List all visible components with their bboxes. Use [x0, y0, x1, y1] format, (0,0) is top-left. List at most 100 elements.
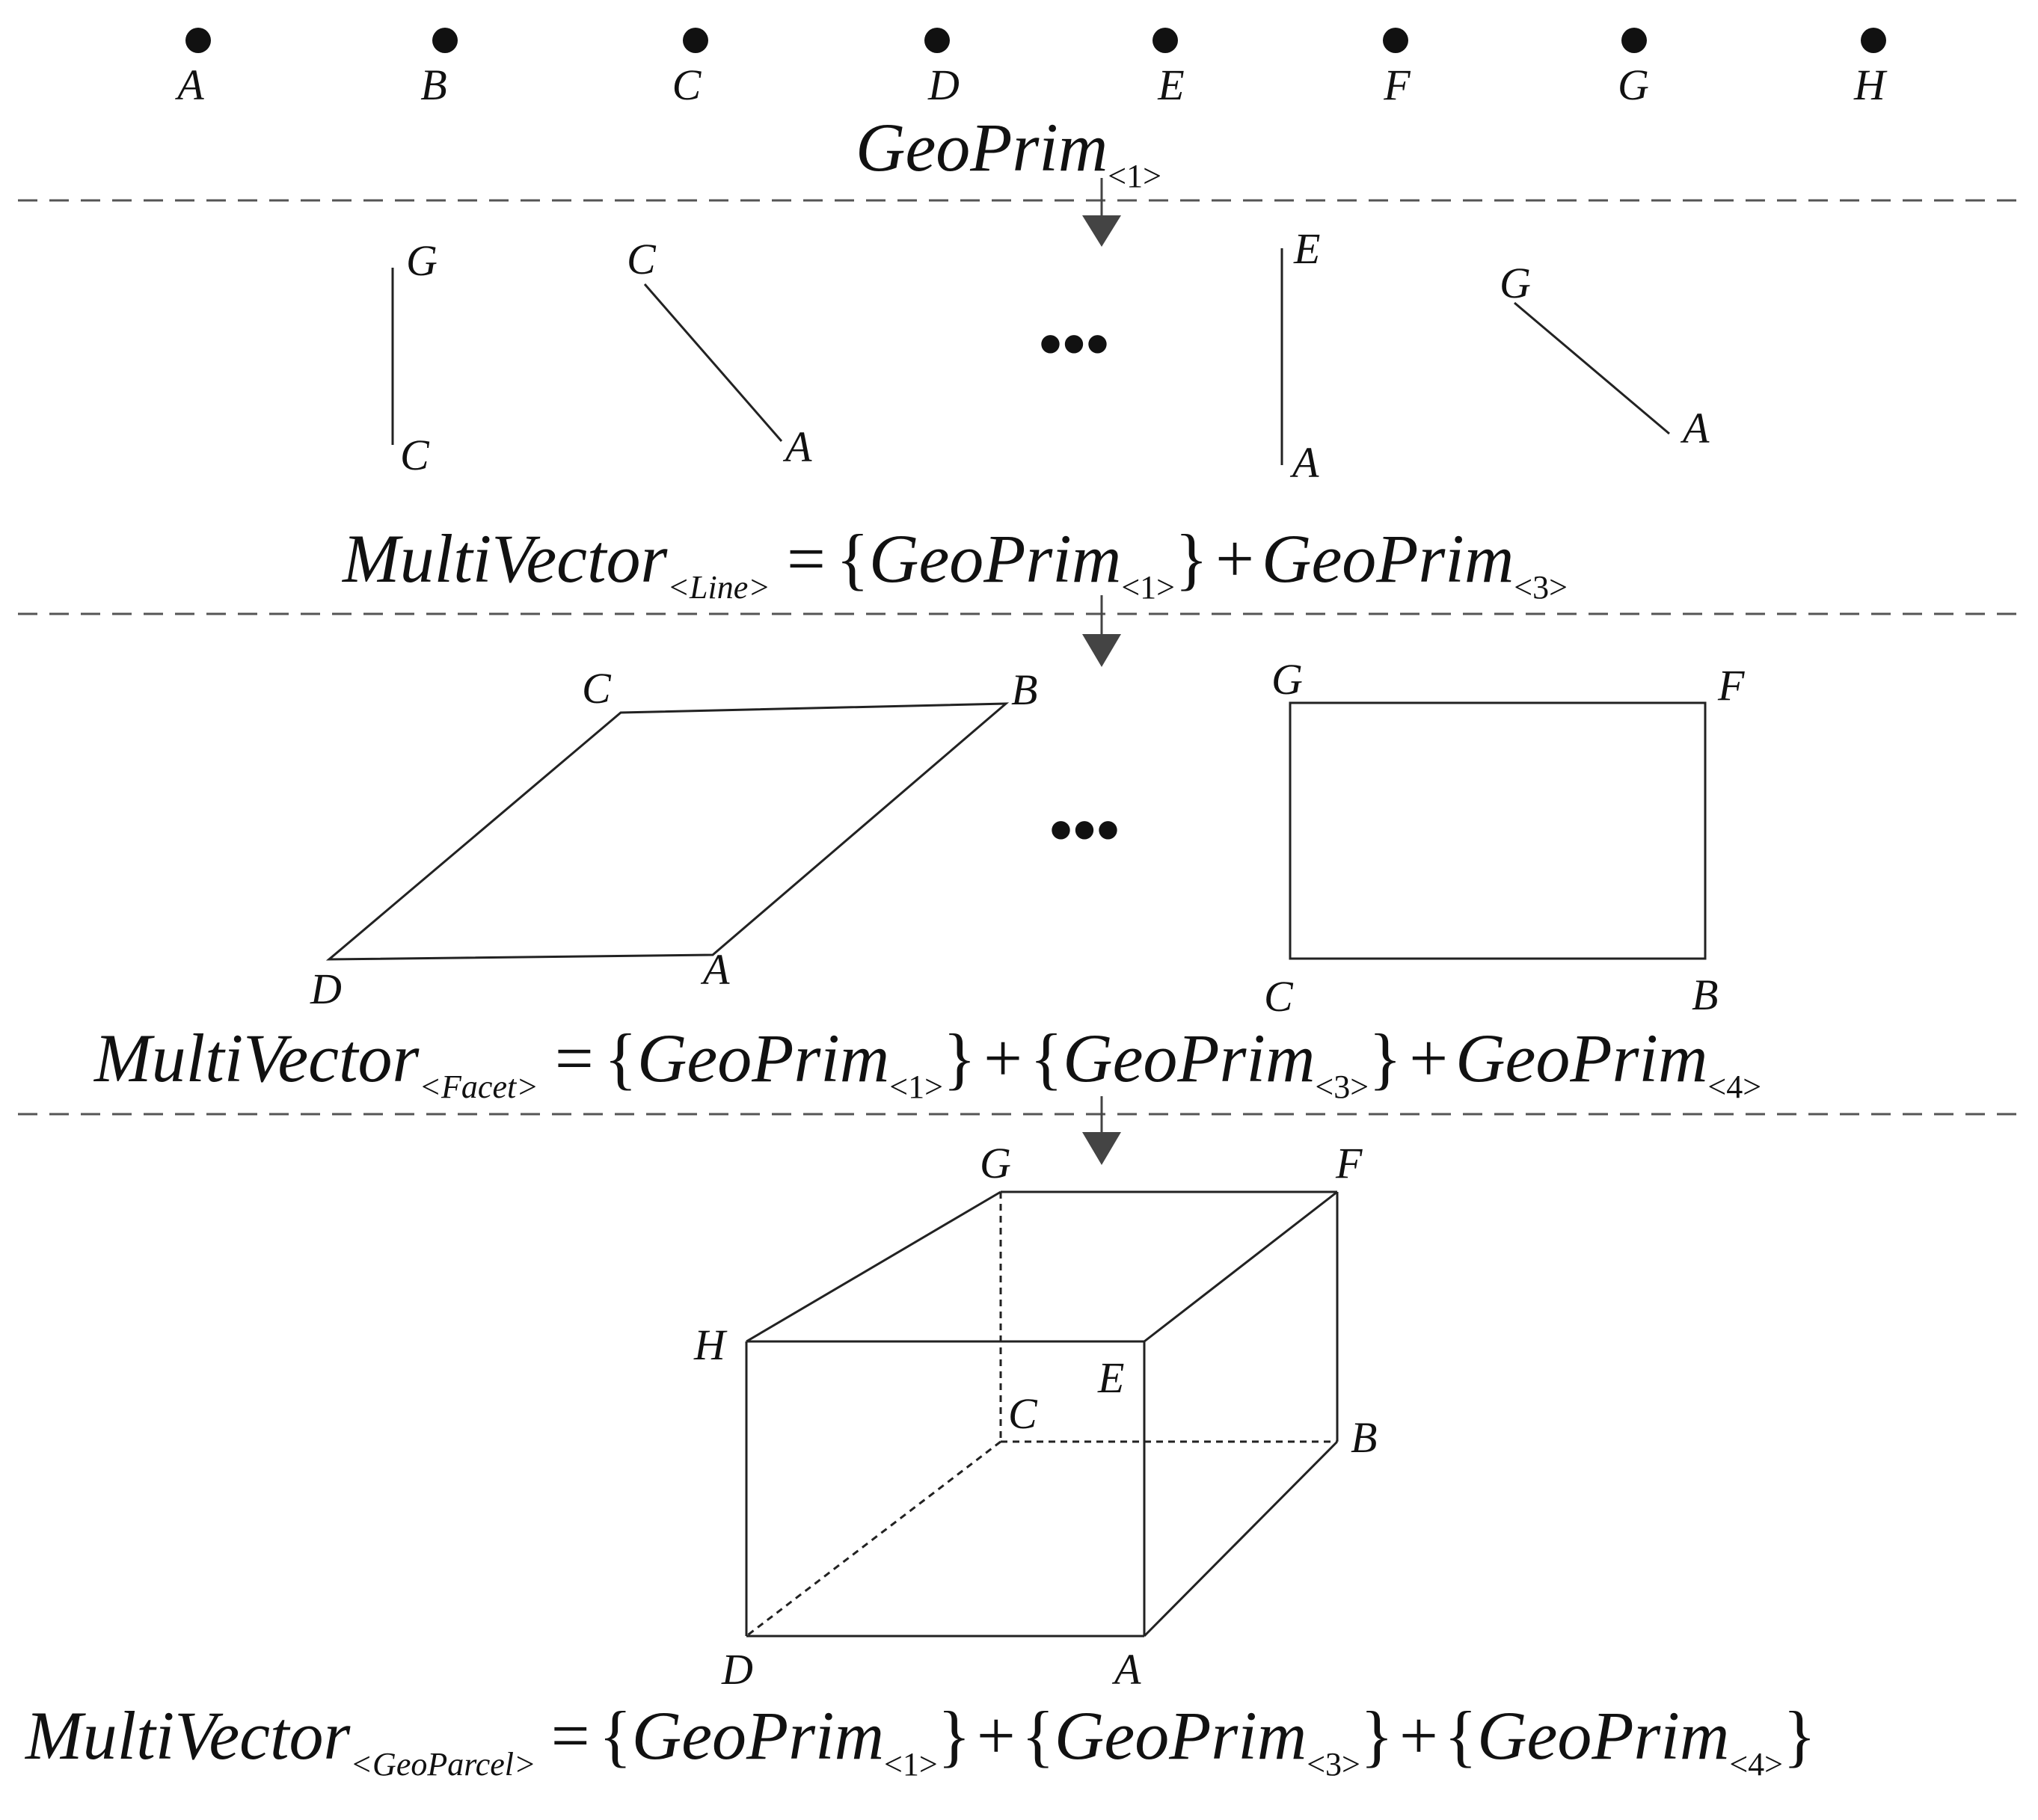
- point-label-h: H: [1853, 61, 1888, 109]
- point-label-c: C: [672, 61, 702, 109]
- formula-multivector-facet: MultiVector<Facet>={GeoPrim<1>}+{GeoPrim…: [93, 1020, 1761, 1105]
- segment3-end-label: A: [1289, 438, 1319, 487]
- arrow-2: [1082, 595, 1121, 667]
- formula-eq: =: [787, 520, 826, 597]
- point-label-a: A: [174, 61, 204, 109]
- formula-open-brace-1: {: [604, 1020, 637, 1096]
- point-h-dot: [1861, 28, 1886, 53]
- formula-lhs-name: MultiVector: [341, 520, 669, 597]
- formula-term1-sub: <1>: [884, 1746, 938, 1783]
- vertex-label-a: A: [1111, 1645, 1141, 1694]
- formula-lhs-sub: <Line>: [667, 569, 770, 606]
- formula-lhs-name: MultiVector: [24, 1697, 352, 1774]
- stage-facets: C B D A ••• G F C B MultiVector<Facet>={…: [93, 655, 1761, 1105]
- vertex-label-f: F: [1335, 1139, 1363, 1187]
- formula-term1-name: GeoPrim: [869, 520, 1121, 597]
- formula-open-brace-2: {: [1030, 1020, 1063, 1096]
- formula-term2-sub: <3>: [1514, 569, 1568, 606]
- ellipsis-lines: •••: [1039, 307, 1110, 381]
- formula-plus: +: [1215, 520, 1254, 597]
- formula-plus-1: +: [977, 1697, 1016, 1774]
- formula-multivector-geoparcel: MultiVector<GeoParcel>={GeoPrim<1>}+{Geo…: [24, 1697, 1816, 1783]
- vertex-label-e: E: [1097, 1353, 1124, 1402]
- facet1-label-d: D: [310, 965, 342, 1013]
- formula-term3-name: GeoPrim: [1477, 1697, 1729, 1774]
- point-d-dot: [924, 28, 950, 53]
- stage-points: A B C D E F G H GeoPrim<1>: [174, 28, 1888, 194]
- point-c-dot: [683, 28, 708, 53]
- formula-eq: =: [551, 1697, 590, 1774]
- arrow-3: [1082, 1096, 1121, 1165]
- formula-term2-name: GeoPrim: [1262, 520, 1514, 597]
- segment2-start-label: C: [627, 235, 657, 283]
- point-f-dot: [1383, 28, 1408, 53]
- edge-e-f: [1144, 1190, 1338, 1343]
- edge-h-g: [746, 1190, 1001, 1343]
- segment-g-a: [1514, 301, 1670, 435]
- point-g-dot: [1621, 28, 1647, 53]
- formula-term1-sub: <1>: [1121, 569, 1175, 606]
- point-e-dot: [1152, 28, 1178, 53]
- edge-b-a: [1143, 1440, 1339, 1638]
- formula-lhs-sub: <GeoParcel>: [350, 1746, 535, 1783]
- formula-term2-name: GeoPrim: [1055, 1697, 1307, 1774]
- formula-lhs-sub: <Facet>: [419, 1069, 538, 1105]
- formula-lhs-name: MultiVector: [93, 1020, 420, 1096]
- point-label-b: B: [420, 61, 446, 109]
- formula-open-brace-2: {: [1022, 1697, 1055, 1774]
- formula-plus-1: +: [983, 1020, 1022, 1096]
- formula-close-brace: }: [1175, 520, 1208, 597]
- point-label-d: D: [927, 61, 960, 109]
- formula-term2-sub: <3>: [1315, 1069, 1369, 1105]
- formula-open-brace-1: {: [599, 1697, 632, 1774]
- formula-close-brace-1: }: [938, 1697, 971, 1774]
- formula-term-name: GeoPrim: [856, 109, 1108, 185]
- formula-close-brace-3: }: [1783, 1697, 1816, 1774]
- facet2-label-b: B: [1692, 971, 1718, 1019]
- point-b-dot: [432, 28, 458, 53]
- formula-open-brace: {: [836, 520, 869, 597]
- facet-rect-gfbc: [1289, 701, 1707, 960]
- facet1-label-a: A: [700, 945, 730, 994]
- vertex-label-c: C: [1008, 1389, 1038, 1438]
- formula-term2-sub: <3>: [1307, 1746, 1360, 1783]
- segment-c-a: [643, 283, 783, 442]
- vertex-label-g: G: [980, 1139, 1011, 1187]
- formula-term2-name: GeoPrim: [1063, 1020, 1315, 1096]
- formula-multivector-line: MultiVector<Line>={GeoPrim<1>}+GeoPrim<3…: [341, 520, 1568, 606]
- point-label-f: F: [1383, 61, 1411, 109]
- point-label-g: G: [1618, 61, 1649, 109]
- formula-term3-name: GeoPrim: [1455, 1020, 1707, 1096]
- point-a-dot: [185, 28, 211, 53]
- vertex-label-h: H: [693, 1321, 728, 1369]
- facet1-label-c: C: [582, 664, 612, 713]
- stage-parcel: G F H E C B D A MultiVector<GeoParcel>={…: [24, 1139, 1816, 1783]
- formula-close-brace-1: }: [943, 1020, 976, 1096]
- segment2-end-label: A: [782, 422, 812, 471]
- facet-quad-cbad: [325, 702, 1010, 961]
- formula-term1-sub: <1>: [889, 1069, 943, 1105]
- formula-term1-name: GeoPrim: [637, 1020, 889, 1096]
- formula-close-brace-2: }: [1360, 1697, 1393, 1774]
- facet2-label-c: C: [1264, 972, 1294, 1021]
- facet2-label-f: F: [1717, 661, 1745, 710]
- vertex-label-d: D: [721, 1645, 753, 1694]
- hidden-edge-c-d: [746, 1440, 1001, 1638]
- vertex-label-b: B: [1351, 1413, 1377, 1462]
- formula-term3-sub: <4>: [1707, 1069, 1761, 1105]
- formula-term-sub: <1>: [1108, 158, 1161, 194]
- arrow-1: [1082, 178, 1121, 247]
- facet2-label-g: G: [1271, 655, 1303, 704]
- segment1-end-label: C: [400, 431, 430, 479]
- formula-geoprim-1: GeoPrim<1>: [856, 109, 1161, 194]
- ellipsis-facets: •••: [1049, 793, 1120, 867]
- formula-plus-2: +: [1399, 1697, 1438, 1774]
- segment1-start-label: G: [406, 236, 438, 285]
- formula-plus-2: +: [1409, 1020, 1448, 1096]
- point-label-e: E: [1157, 61, 1184, 109]
- formula-open-brace-3: {: [1444, 1697, 1477, 1774]
- facet1-label-b: B: [1011, 665, 1037, 714]
- formula-close-brace-2: }: [1369, 1020, 1402, 1096]
- stage-lines: G C C A ••• E A G A MultiVector<Line>={G…: [341, 224, 1710, 606]
